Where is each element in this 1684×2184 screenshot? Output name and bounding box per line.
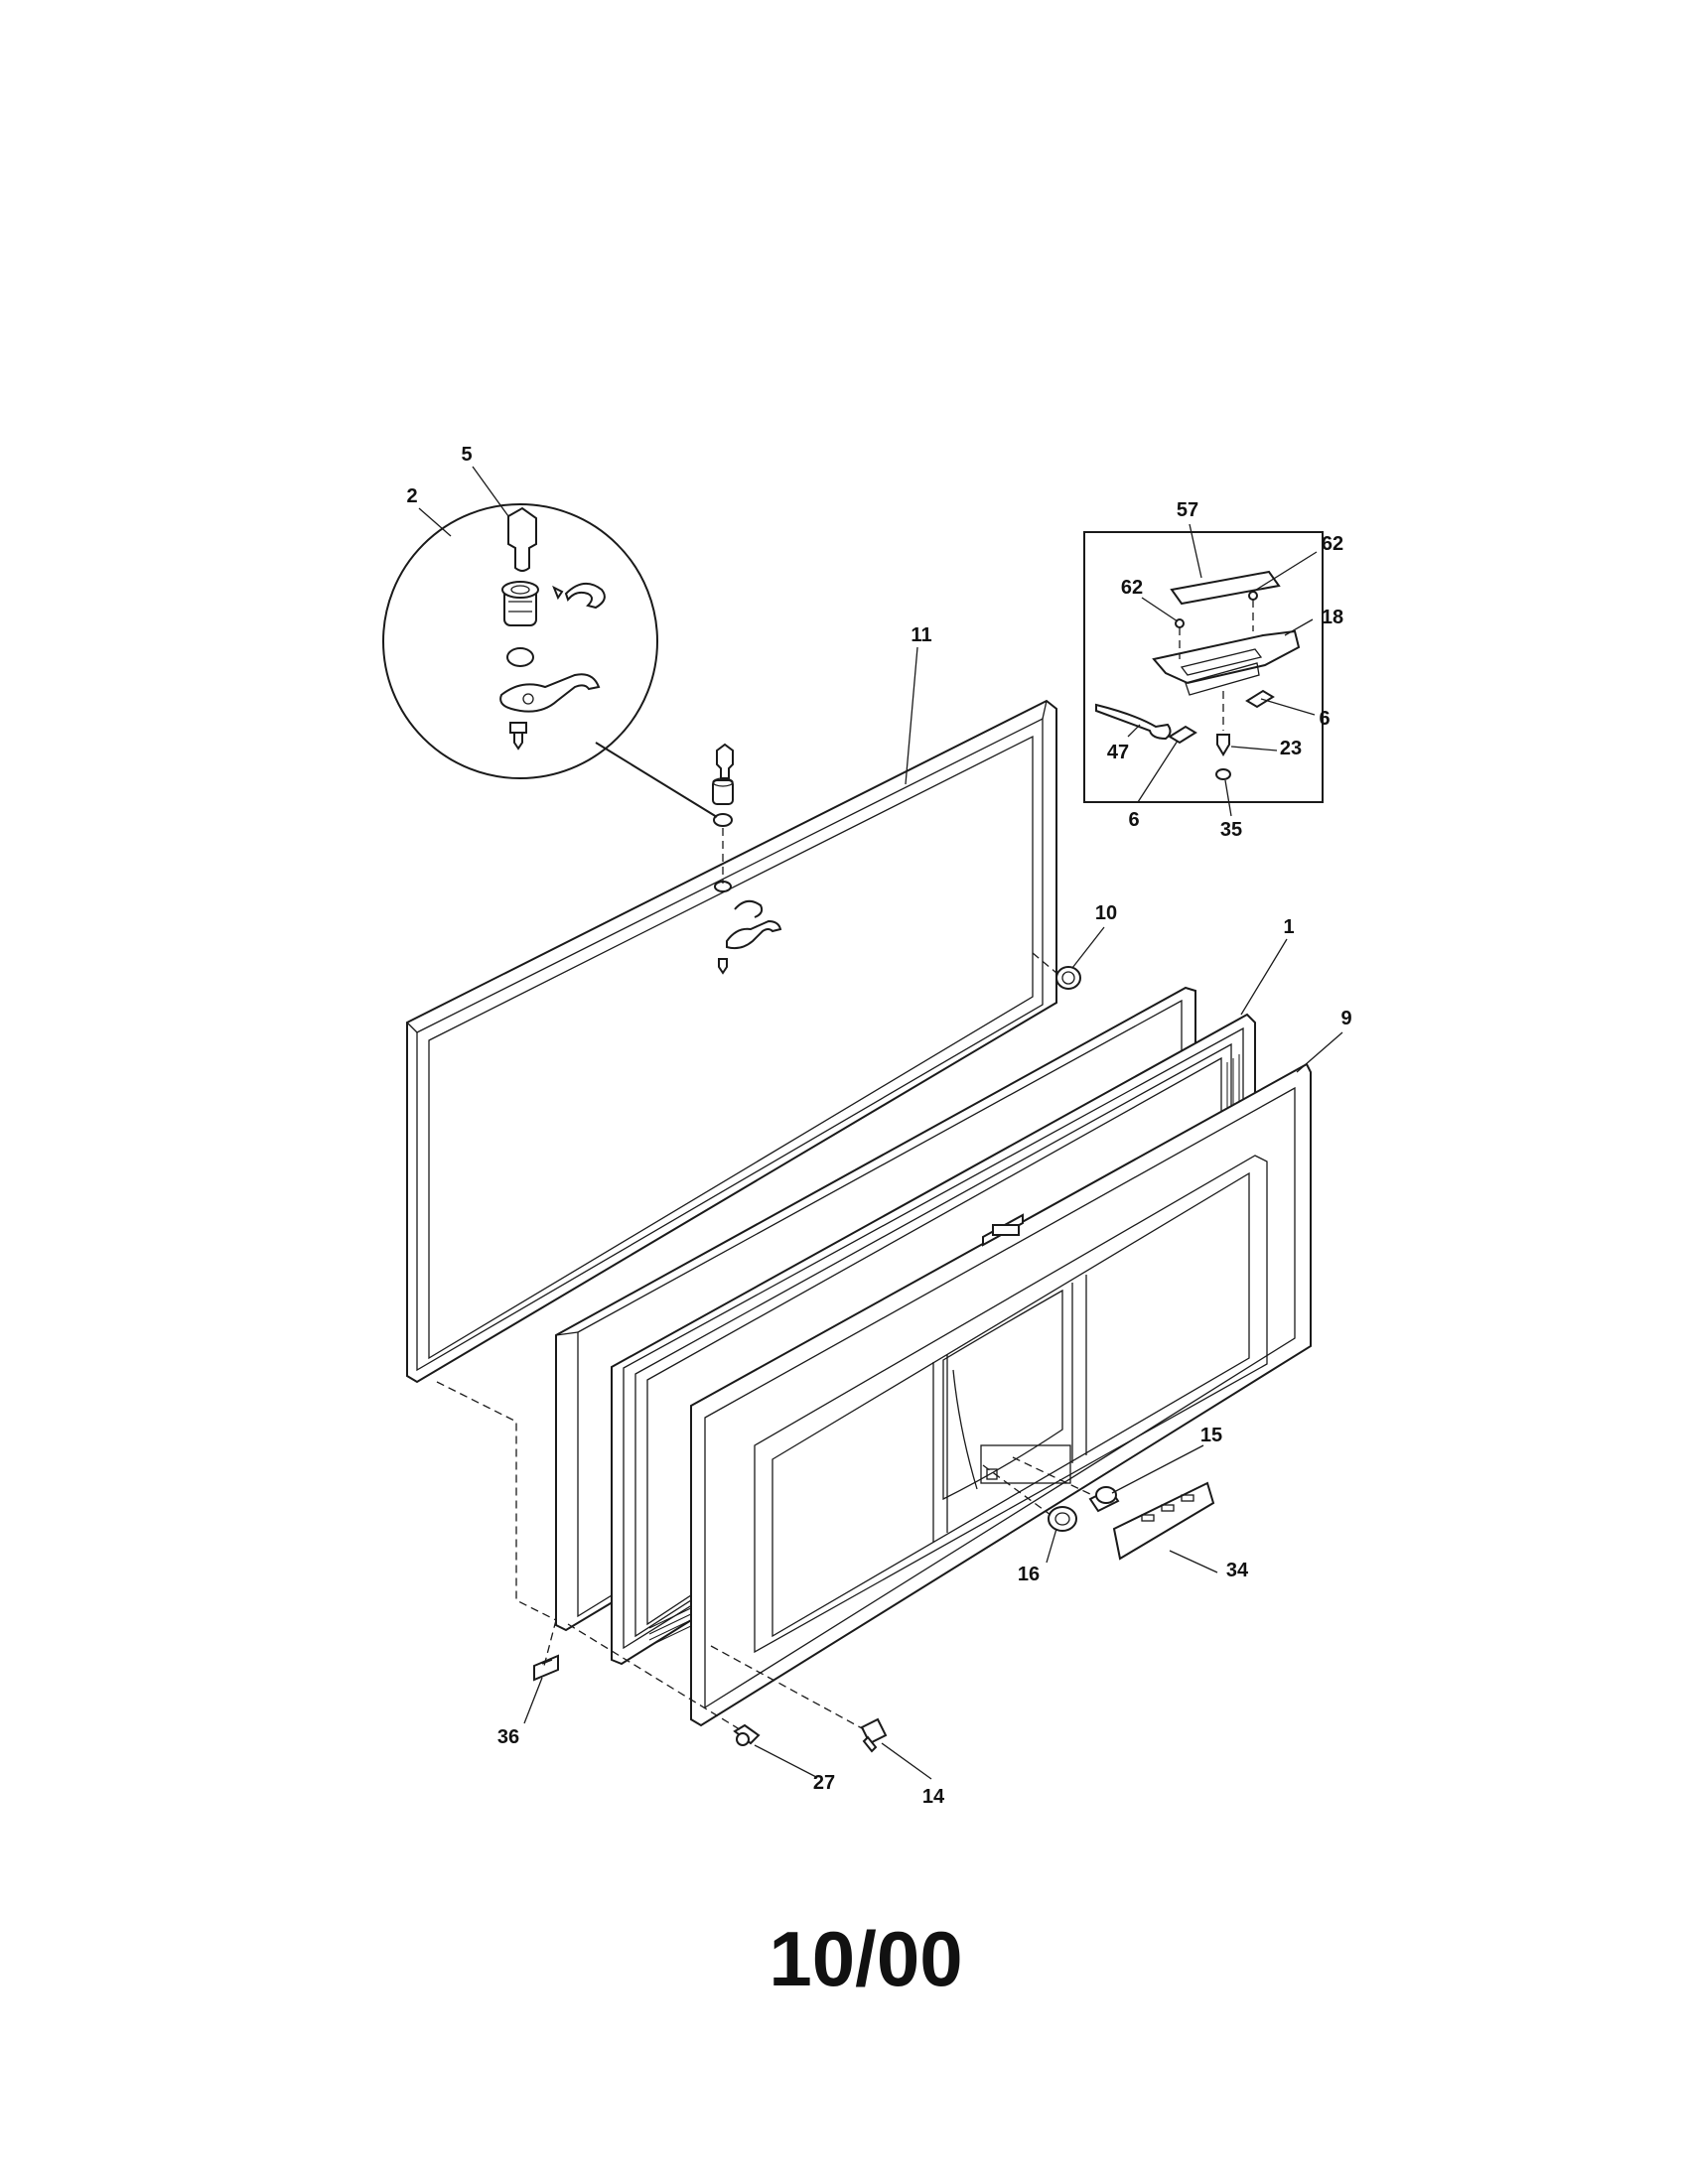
outer-door-panel (690, 1062, 1312, 1727)
assembly-lines (436, 952, 1093, 1732)
label-part-36: 36 (497, 1726, 519, 1748)
label-part-9: 9 (1340, 1008, 1351, 1029)
door-liner-panel (406, 699, 1057, 1384)
hinge-pin (860, 1717, 888, 1753)
control-knob (1048, 1506, 1077, 1532)
lock-assembly-exploded (712, 743, 782, 975)
door-screw (733, 1723, 761, 1746)
label-part-18: 18 (1322, 607, 1343, 628)
label-part-15: 15 (1200, 1425, 1222, 1446)
label-part-16: 16 (1018, 1564, 1040, 1585)
leader-lines (418, 466, 1343, 1780)
label-part-14: 14 (922, 1786, 945, 1808)
lock-detail-callout (382, 503, 718, 818)
part-labels: 5 2 11 57 62 62 18 6 23 47 6 35 10 1 9 1… (406, 444, 1351, 1808)
label-part-23: 23 (1280, 738, 1302, 759)
label-part-27: 27 (813, 1772, 835, 1794)
label-part-6-right: 6 (1319, 708, 1330, 730)
label-part-57: 57 (1177, 499, 1198, 521)
label-part-62-right: 62 (1322, 533, 1343, 555)
label-part-34: 34 (1226, 1560, 1249, 1581)
label-part-47: 47 (1107, 742, 1129, 763)
label-part-2: 2 (406, 485, 417, 507)
control-panel-cover (1112, 1481, 1215, 1561)
label-part-11: 11 (911, 624, 931, 646)
hinge-cap (1055, 966, 1081, 990)
label-part-10: 10 (1095, 902, 1117, 924)
label-part-1: 1 (1283, 916, 1294, 938)
thermostat-shaft (1088, 1486, 1120, 1513)
handle-detail-box (1083, 531, 1324, 803)
label-part-5: 5 (461, 444, 472, 466)
label-part-62-left: 62 (1121, 577, 1143, 599)
label-part-35: 35 (1220, 819, 1242, 841)
hinge-clip (533, 1654, 559, 1682)
revision-date: 10/00 (769, 1915, 962, 2002)
label-part-6-left: 6 (1128, 809, 1139, 831)
